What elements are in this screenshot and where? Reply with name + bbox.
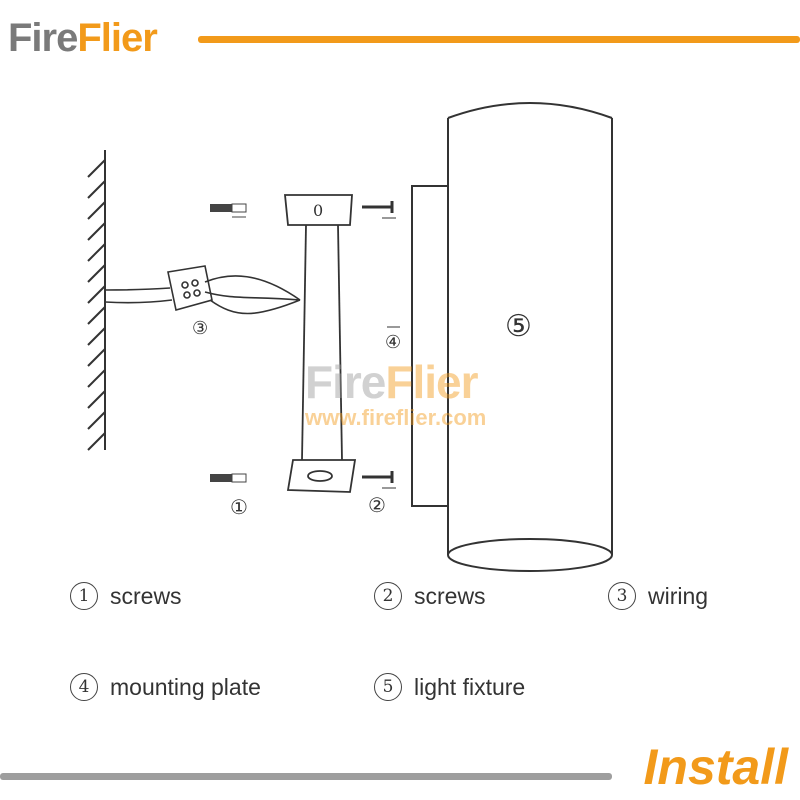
wall-hatch-line (87, 432, 106, 451)
legend-label-1: screws (110, 582, 182, 609)
legend-item-5: 5 light fixture (374, 673, 525, 701)
light-fixture-drawing (411, 102, 613, 572)
mounting-plate-drawing (284, 194, 357, 493)
callouts: 0 ① ② ③ ④ ⑤ (192, 201, 532, 519)
watermark: FireFlier www.fireflier.com (305, 355, 486, 431)
wall (87, 150, 106, 451)
legend-number-2: 2 (374, 582, 402, 610)
wall-hatch-line (87, 243, 106, 262)
wall-hatch-line (87, 180, 106, 199)
wall-hatch-line (87, 306, 106, 325)
legend-label-2: screws (414, 582, 486, 609)
install-title: Install (643, 739, 788, 795)
callout-4: ④ (385, 332, 401, 353)
wall-hatch-line (87, 348, 106, 367)
legend-item-4: 4 mounting plate (70, 673, 261, 701)
wall-hatch-line (87, 390, 106, 409)
screw-right-bottom (362, 471, 396, 489)
callout-5: ⑤ (505, 309, 532, 344)
wall-hatch-line (87, 285, 106, 304)
legend-number-5: 5 (374, 673, 402, 701)
wall-hatch-line (87, 327, 106, 346)
watermark-logo: FireFlier (305, 355, 486, 409)
wall-hatch-line (87, 369, 106, 388)
callout-1: ① (230, 495, 248, 519)
top-rule (198, 36, 800, 43)
brand-logo: FireFlier (8, 14, 158, 62)
callout-2: ② (368, 493, 386, 517)
wall-hatch-line (87, 222, 106, 241)
wall-hatch-line (87, 411, 106, 430)
legend-item-3: 3 wiring (608, 582, 708, 610)
legend-number-4: 4 (70, 673, 98, 701)
legend-item-1: 1 screws (70, 582, 182, 610)
screw-left-bottom (210, 473, 247, 483)
wiring-drawing (104, 265, 301, 315)
wall-hatch-line (87, 201, 106, 220)
legend-label-4: mounting plate (110, 673, 261, 700)
watermark-url: www.fireflier.com (305, 405, 487, 430)
legend-number-1: 1 (70, 582, 98, 610)
bottom-rule (0, 773, 612, 780)
brand-part2: Flier (77, 16, 157, 60)
legend-number-3: 3 (608, 582, 636, 610)
legend-label-5: light fixture (414, 673, 526, 700)
watermark-part2: Flier (385, 356, 478, 408)
screw-right-top (362, 201, 396, 219)
screw-left-top (210, 203, 247, 218)
legend-item-2: 2 screws (374, 582, 486, 610)
callout-0: 0 (313, 201, 323, 220)
wall-hatch-line (87, 264, 106, 283)
watermark-part1: Fire (305, 356, 386, 408)
wall-hatch-line (87, 159, 106, 178)
callout-3: ③ (192, 318, 208, 339)
legend-label-3: wiring (648, 582, 709, 609)
brand-part1: Fire (8, 16, 78, 60)
